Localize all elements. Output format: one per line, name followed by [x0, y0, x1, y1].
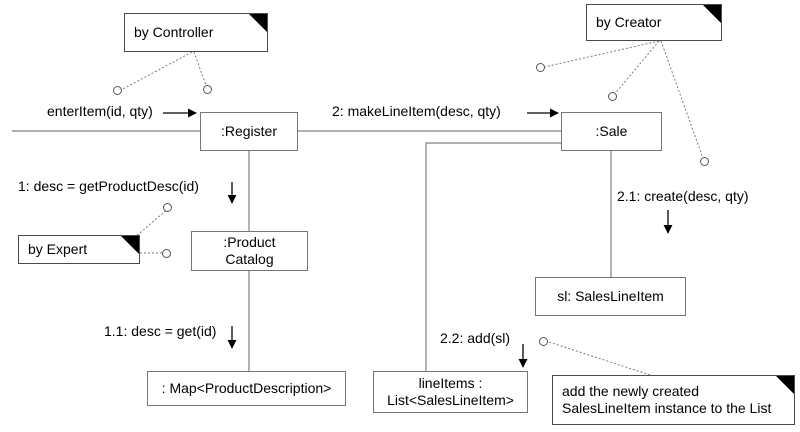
object-sale[interactable]: :Sale [561, 112, 662, 151]
message-label-getproductdesc: 1: desc = getProductDesc(id) [18, 178, 199, 194]
socket-creator-left [536, 63, 545, 72]
socket-expert-right [162, 249, 171, 258]
note-by-expert[interactable]: by Expert [18, 235, 140, 264]
message-label-enteritem: enterItem(id, qty) [47, 103, 153, 119]
object-map[interactable]: : Map<ProductDescription> [147, 371, 346, 406]
anchor-expert-up [133, 206, 171, 239]
anchor-creator-c [660, 40, 705, 162]
note-by-expert-text: by Expert [28, 240, 88, 257]
anchor-controller-a [120, 51, 193, 91]
anchor-add-note [545, 340, 651, 376]
object-line-items[interactable]: lineItems : List<SalesLineItem> [373, 371, 528, 413]
note-fold-icon [249, 14, 267, 32]
object-register[interactable]: :Register [200, 112, 298, 151]
object-product-catalog[interactable]: :Product Catalog [191, 231, 308, 271]
message-label-add: 2.2: add(sl) [440, 330, 511, 346]
socket-controller-left [113, 86, 122, 95]
message-label-create: 2.1: create(desc, qty) [617, 188, 749, 204]
message-label-get: 1.1: desc = get(id) [104, 323, 217, 339]
anchor-controller-b [193, 51, 208, 89]
note-fold-icon [121, 236, 139, 254]
anchor-creator-a [539, 40, 660, 69]
note-add-instruction-text: add the newly created SalesLineItem inst… [562, 382, 772, 417]
note-by-creator-text: by Creator [596, 13, 662, 30]
message-label-makelineitem: 2: makeLineItem(desc, qty) [332, 103, 501, 119]
socket-expert-up [163, 203, 172, 212]
socket-creator-right [700, 157, 709, 166]
anchor-creator-b [612, 40, 660, 97]
note-add-instruction[interactable]: add the newly created SalesLineItem inst… [552, 375, 795, 425]
object-sales-line-item[interactable]: sl: SalesLineItem [535, 277, 686, 316]
note-by-creator[interactable]: by Creator [586, 4, 722, 41]
socket-creator-mid [608, 92, 617, 101]
note-fold-icon [703, 5, 721, 23]
socket-controller-right [203, 85, 212, 94]
socket-add-note [539, 337, 548, 346]
note-by-controller-text: by Controller [134, 23, 214, 40]
note-by-controller[interactable]: by Controller [124, 13, 268, 52]
note-fold-icon [776, 376, 794, 394]
